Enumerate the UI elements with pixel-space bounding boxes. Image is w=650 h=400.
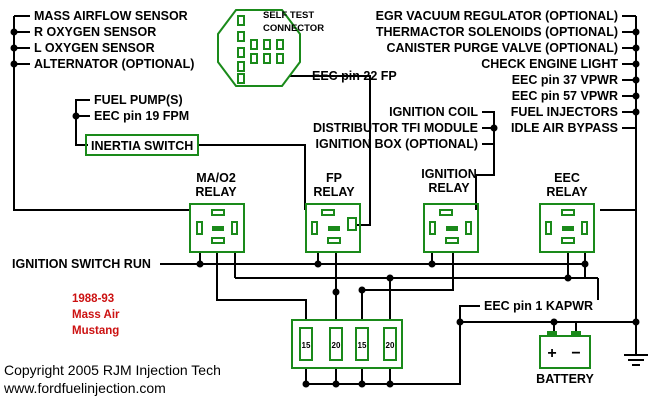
label-check-engine-light: CHECK ENGINE LIGHT: [481, 57, 618, 71]
battery-label: BATTERY: [536, 372, 594, 386]
relay-fp: [305, 203, 361, 253]
inertia-switch-box: [85, 134, 199, 156]
relay-ma-o2-line2: RELAY: [195, 185, 237, 199]
label-mass-airflow-sensor: MASS AIRFLOW SENSOR: [34, 9, 188, 23]
relay-eec-line1: EEC: [554, 171, 580, 185]
label-egr-vacuum-regulator: EGR VACUUM REGULATOR (OPTIONAL): [376, 9, 618, 23]
fuse-rating-2: 20: [332, 341, 341, 350]
relay-labels: MA/O2 RELAY FP RELAY IGNITION RELAY EEC …: [195, 167, 588, 199]
left-sensor-labels: MASS AIRFLOW SENSOR R OXYGEN SENSOR L OX…: [34, 9, 194, 71]
label-distributor-tfi: DISTRIBUTOR TFI MODULE: [313, 121, 478, 135]
self-test-label-line2: CONNECTOR: [263, 23, 324, 34]
label-fuel-injectors: FUEL INJECTORS: [511, 105, 618, 119]
label-eec-pin-22: EEC pin 22 FP: [312, 69, 397, 83]
relay-ignition: [423, 203, 479, 253]
label-alternator: ALTERNATOR (OPTIONAL): [34, 57, 194, 71]
ignition-labels: IGNITION COIL DISTRIBUTOR TFI MODULE IGN…: [313, 105, 478, 151]
label-canister-purge-valve: CANISTER PURGE VALVE (OPTIONAL): [387, 41, 619, 55]
relay-ma-o2: [189, 203, 245, 253]
label-ignition-switch-run: IGNITION SWITCH RUN: [12, 257, 151, 271]
label-r-oxygen-sensor: R OXYGEN SENSOR: [34, 25, 156, 39]
label-eec-pin-57: EEC pin 57 VPWR: [512, 89, 618, 103]
label-eec-pin-1: EEC pin 1 KAPWR: [484, 299, 593, 313]
inertia-switch-label: INERTIA SWITCH: [91, 139, 193, 153]
battery-minus: −: [571, 345, 580, 362]
relay-fp-line2: RELAY: [313, 185, 355, 199]
self-test-label-line1: SELF TEST: [263, 10, 314, 21]
model-caption: 1988-93 Mass Air Mustang: [72, 293, 120, 337]
relay-ma-o2-line1: MA/O2: [196, 171, 236, 185]
fuse-rating-1: 15: [302, 341, 311, 350]
model-mass-air: Mass Air: [72, 309, 120, 321]
model-mustang: Mustang: [72, 325, 119, 337]
relay-eec: [539, 203, 595, 253]
fuse-block: [291, 319, 403, 369]
relay-fp-line1: FP: [326, 171, 342, 185]
relay-ignition-line2: RELAY: [428, 181, 470, 195]
battery-symbol: [539, 331, 591, 369]
copyright-text: Copyright 2005 RJM Injection Tech: [4, 362, 221, 378]
fuse-rating-4: 20: [386, 341, 395, 350]
junction-dots: [10, 28, 640, 388]
label-eec-pin-37: EEC pin 37 VPWR: [512, 73, 618, 87]
self-test-connector: [217, 9, 301, 87]
model-years: 1988-93: [72, 293, 114, 305]
right-output-labels: EGR VACUUM REGULATOR (OPTIONAL) THERMACT…: [376, 9, 619, 135]
relay-eec-line2: RELAY: [546, 185, 588, 199]
label-ignition-box: IGNITION BOX (OPTIONAL): [316, 137, 479, 151]
relay-ignition-line1: IGNITION: [421, 167, 477, 181]
label-ignition-coil: IGNITION COIL: [389, 105, 478, 119]
label-idle-air-bypass: IDLE AIR BYPASS: [511, 121, 618, 135]
fuse-ratings: 15 20 15 20: [302, 341, 395, 350]
label-thermactor-solenoids: THERMACTOR SOLENOIDS (OPTIONAL): [376, 25, 618, 39]
website-text: www.fordfuelinjection.com: [3, 380, 166, 396]
label-l-oxygen-sensor: L OXYGEN SENSOR: [34, 41, 155, 55]
fuse-rating-3: 15: [358, 341, 367, 350]
label-fuel-pumps: FUEL PUMP(S): [94, 93, 183, 107]
label-eec-pin-19: EEC pin 19 FPM: [94, 109, 189, 123]
battery-plus: +: [547, 345, 556, 362]
